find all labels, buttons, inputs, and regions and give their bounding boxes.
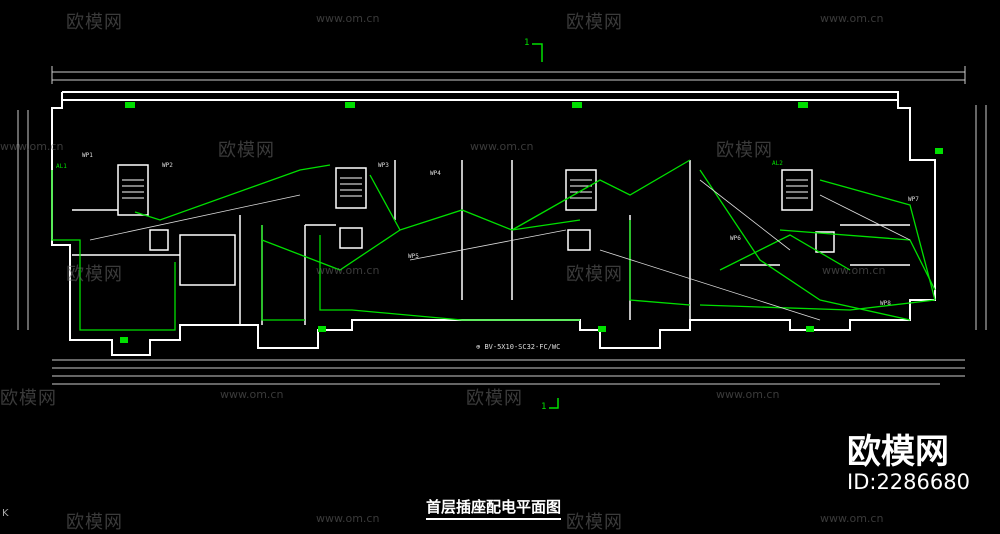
watermark-logo: 欧模网 [566, 512, 623, 533]
side-dimension-lines [17, 105, 987, 330]
outlet-markers [120, 102, 943, 343]
watermark-logo: 欧模网 [566, 12, 623, 33]
feeder-lines [89, 179, 911, 321]
cable-legend-text: BV-5X10-SC32-FC/WC [484, 343, 561, 351]
circuit-label: WP2 [162, 162, 173, 169]
drawing-title: 首层插座配电平面图 [426, 496, 562, 520]
circuit-label: WP5 [408, 253, 419, 260]
watermark-url: www.om.cn [316, 12, 380, 25]
watermark-url: www.om.cn [822, 264, 886, 277]
cable-legend: ⊕ BV-5X10-SC32-FC/WC [476, 343, 561, 351]
brand-id: ID:2286680 [847, 470, 970, 494]
watermark-url: www.om.cn [220, 388, 284, 401]
circuit-label: WP4 [430, 170, 441, 177]
watermark-logo: 欧模网 [716, 140, 773, 161]
circuit-label: WP8 [880, 300, 891, 307]
watermark-logo: 欧模网 [566, 264, 623, 285]
watermark-url: www.om.cn [820, 12, 884, 25]
watermark-url: www.om.cn [0, 140, 64, 153]
watermark-logo: 欧模网 [66, 264, 123, 285]
axis-markers [532, 43, 559, 409]
watermark-logo: 欧模网 [218, 140, 275, 161]
watermark-logo: 欧模网 [66, 512, 123, 533]
circuit-label: WP1 [82, 152, 93, 159]
watermark-url: www.om.cn [316, 512, 380, 525]
watermark-url: www.om.cn [716, 388, 780, 401]
watermark-url: www.om.cn [470, 140, 534, 153]
corner-mark: K [2, 508, 9, 519]
stairs [122, 177, 808, 199]
axis-marker-top: 1 [524, 38, 530, 48]
top-dimension-lines [51, 66, 966, 84]
interior-walls [72, 160, 910, 325]
circuit-label: WP6 [730, 235, 741, 242]
watermark-url: www.om.cn [316, 264, 380, 277]
circuit-label: AL2 [772, 160, 783, 167]
circuit-label: AL1 [56, 163, 67, 170]
brand-name: 欧模网 [847, 432, 949, 472]
watermark-logo: 欧模网 [466, 388, 523, 409]
bottom-dimension-lines [52, 359, 965, 385]
axis-marker-bottom: 1 [541, 402, 547, 412]
building-walls [51, 91, 936, 356]
watermark-url: www.om.cn [820, 512, 884, 525]
circuit-label: WP3 [378, 162, 389, 169]
circuit-wiring [51, 159, 936, 331]
circuit-label: WP7 [908, 196, 919, 203]
watermark-logo: 欧模网 [0, 388, 57, 409]
watermark-logo: 欧模网 [66, 12, 123, 33]
